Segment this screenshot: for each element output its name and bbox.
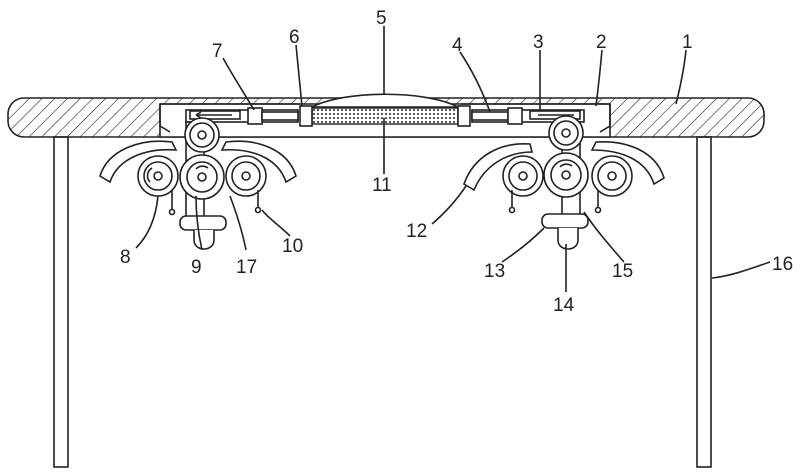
cushion: [312, 94, 458, 107]
callout-15: 15: [612, 261, 633, 282]
callout-12: 12: [406, 221, 427, 242]
roller-10: [226, 156, 266, 196]
mesh-block: [312, 108, 458, 124]
right-bracket: [542, 214, 588, 228]
roller-9: [180, 155, 224, 199]
callout-7: 7: [212, 41, 223, 62]
callout-2: 2: [596, 32, 607, 53]
roller-12-side: [503, 156, 543, 196]
callout-8: 8: [120, 247, 131, 268]
roller-center-right: [544, 153, 588, 197]
callout-9: 9: [191, 257, 202, 278]
callout-10: 10: [282, 236, 303, 257]
callout-5: 5: [376, 8, 387, 29]
leader-lines: [136, 26, 770, 292]
right-handle: [558, 228, 578, 249]
callout-16: 16: [772, 254, 793, 275]
callout-11: 11: [372, 175, 392, 196]
callout-14: 14: [553, 295, 575, 316]
callout-4: 4: [452, 35, 463, 56]
left-handle: [194, 230, 214, 249]
callout-labels: 1 2 3 4 5 6 7 8 9 10 11 12 13 14 15 16 1…: [120, 8, 793, 316]
roller-top-left: [185, 118, 219, 152]
callout-3: 3: [533, 32, 544, 53]
callout-17: 17: [236, 257, 257, 278]
left-leg: [54, 137, 68, 467]
roller-top-right: [549, 116, 583, 150]
callout-6: 6: [289, 27, 300, 48]
right-leg: [697, 137, 711, 467]
callout-13: 13: [484, 261, 505, 282]
callout-1: 1: [682, 32, 693, 53]
left-bracket: [180, 216, 226, 230]
